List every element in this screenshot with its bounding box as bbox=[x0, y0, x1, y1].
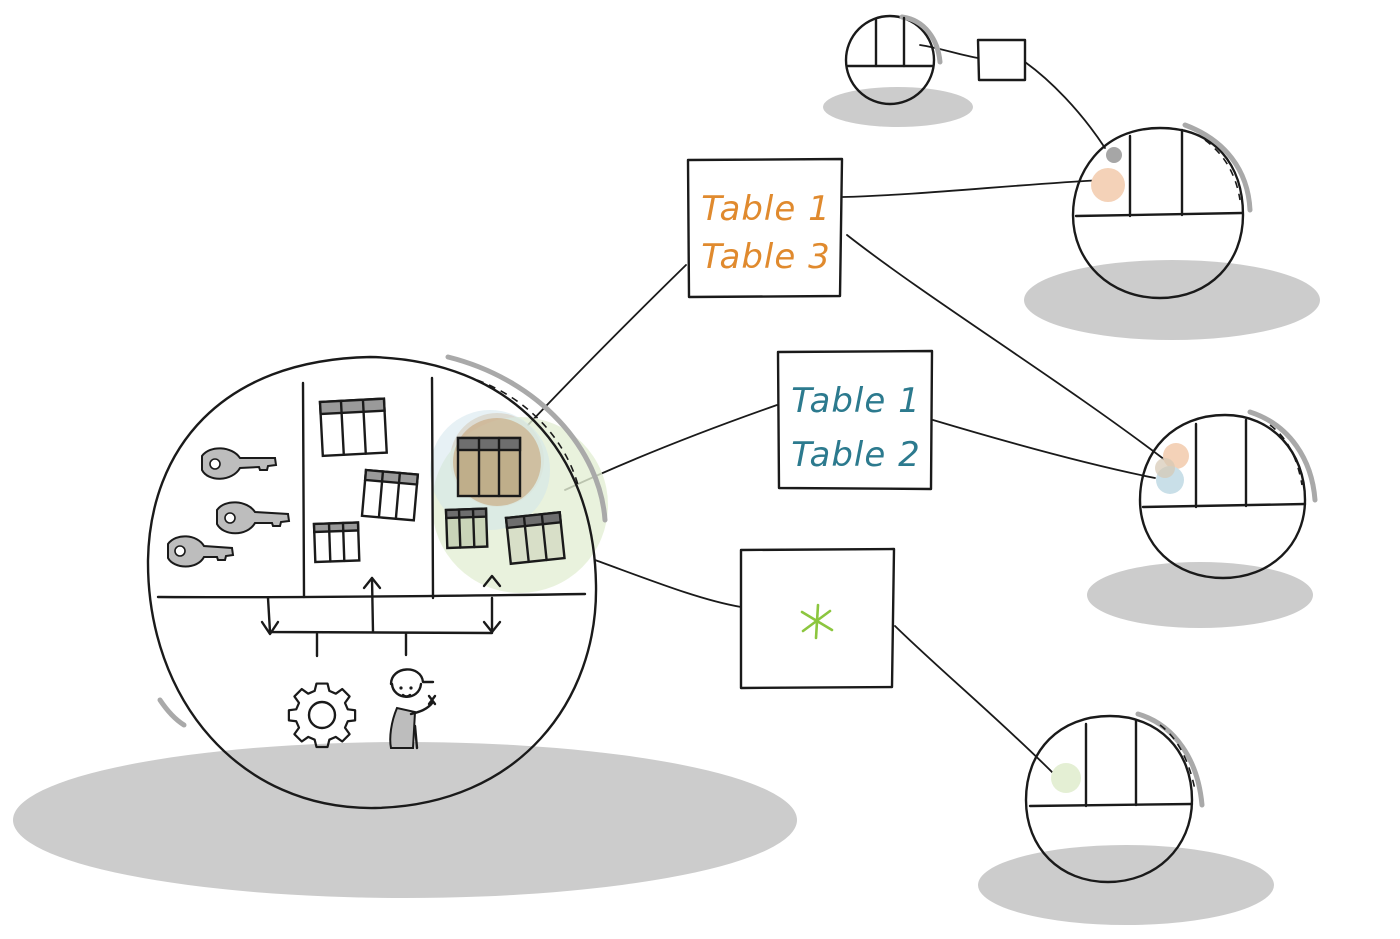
worker-icon bbox=[389, 668, 437, 750]
box-label-line: Table 1 bbox=[701, 189, 830, 229]
consumer-circle-3 bbox=[1024, 711, 1205, 884]
box-label-line: Table 1 bbox=[791, 381, 920, 421]
gear-icon bbox=[287, 682, 357, 749]
share-box-teal: Table 1 Table 2 bbox=[776, 349, 934, 491]
consumer-circle-2 bbox=[1138, 409, 1318, 580]
table-icon bbox=[504, 511, 566, 566]
table-icon bbox=[444, 507, 489, 550]
main-account-circle bbox=[146, 354, 608, 810]
key-icon bbox=[201, 447, 278, 480]
shadows bbox=[13, 87, 1320, 925]
asterisk-icon bbox=[800, 603, 834, 640]
key-icon bbox=[167, 535, 235, 568]
small-share-box bbox=[976, 38, 1027, 82]
key-icon bbox=[216, 501, 291, 535]
table-icon bbox=[360, 468, 420, 522]
share-box-green: * bbox=[739, 547, 896, 690]
consumer-circle-1 bbox=[1071, 122, 1253, 300]
connectors bbox=[527, 44, 1166, 776]
box-label-line: Table 3 bbox=[701, 237, 830, 277]
table-icon bbox=[318, 397, 388, 458]
consumer-circle-top bbox=[844, 14, 943, 106]
table-icon bbox=[456, 436, 522, 498]
box-label-line: Table 2 bbox=[791, 435, 920, 475]
table-icon bbox=[312, 521, 361, 564]
share-box-orange: Table 1 Table 3 bbox=[686, 157, 844, 299]
